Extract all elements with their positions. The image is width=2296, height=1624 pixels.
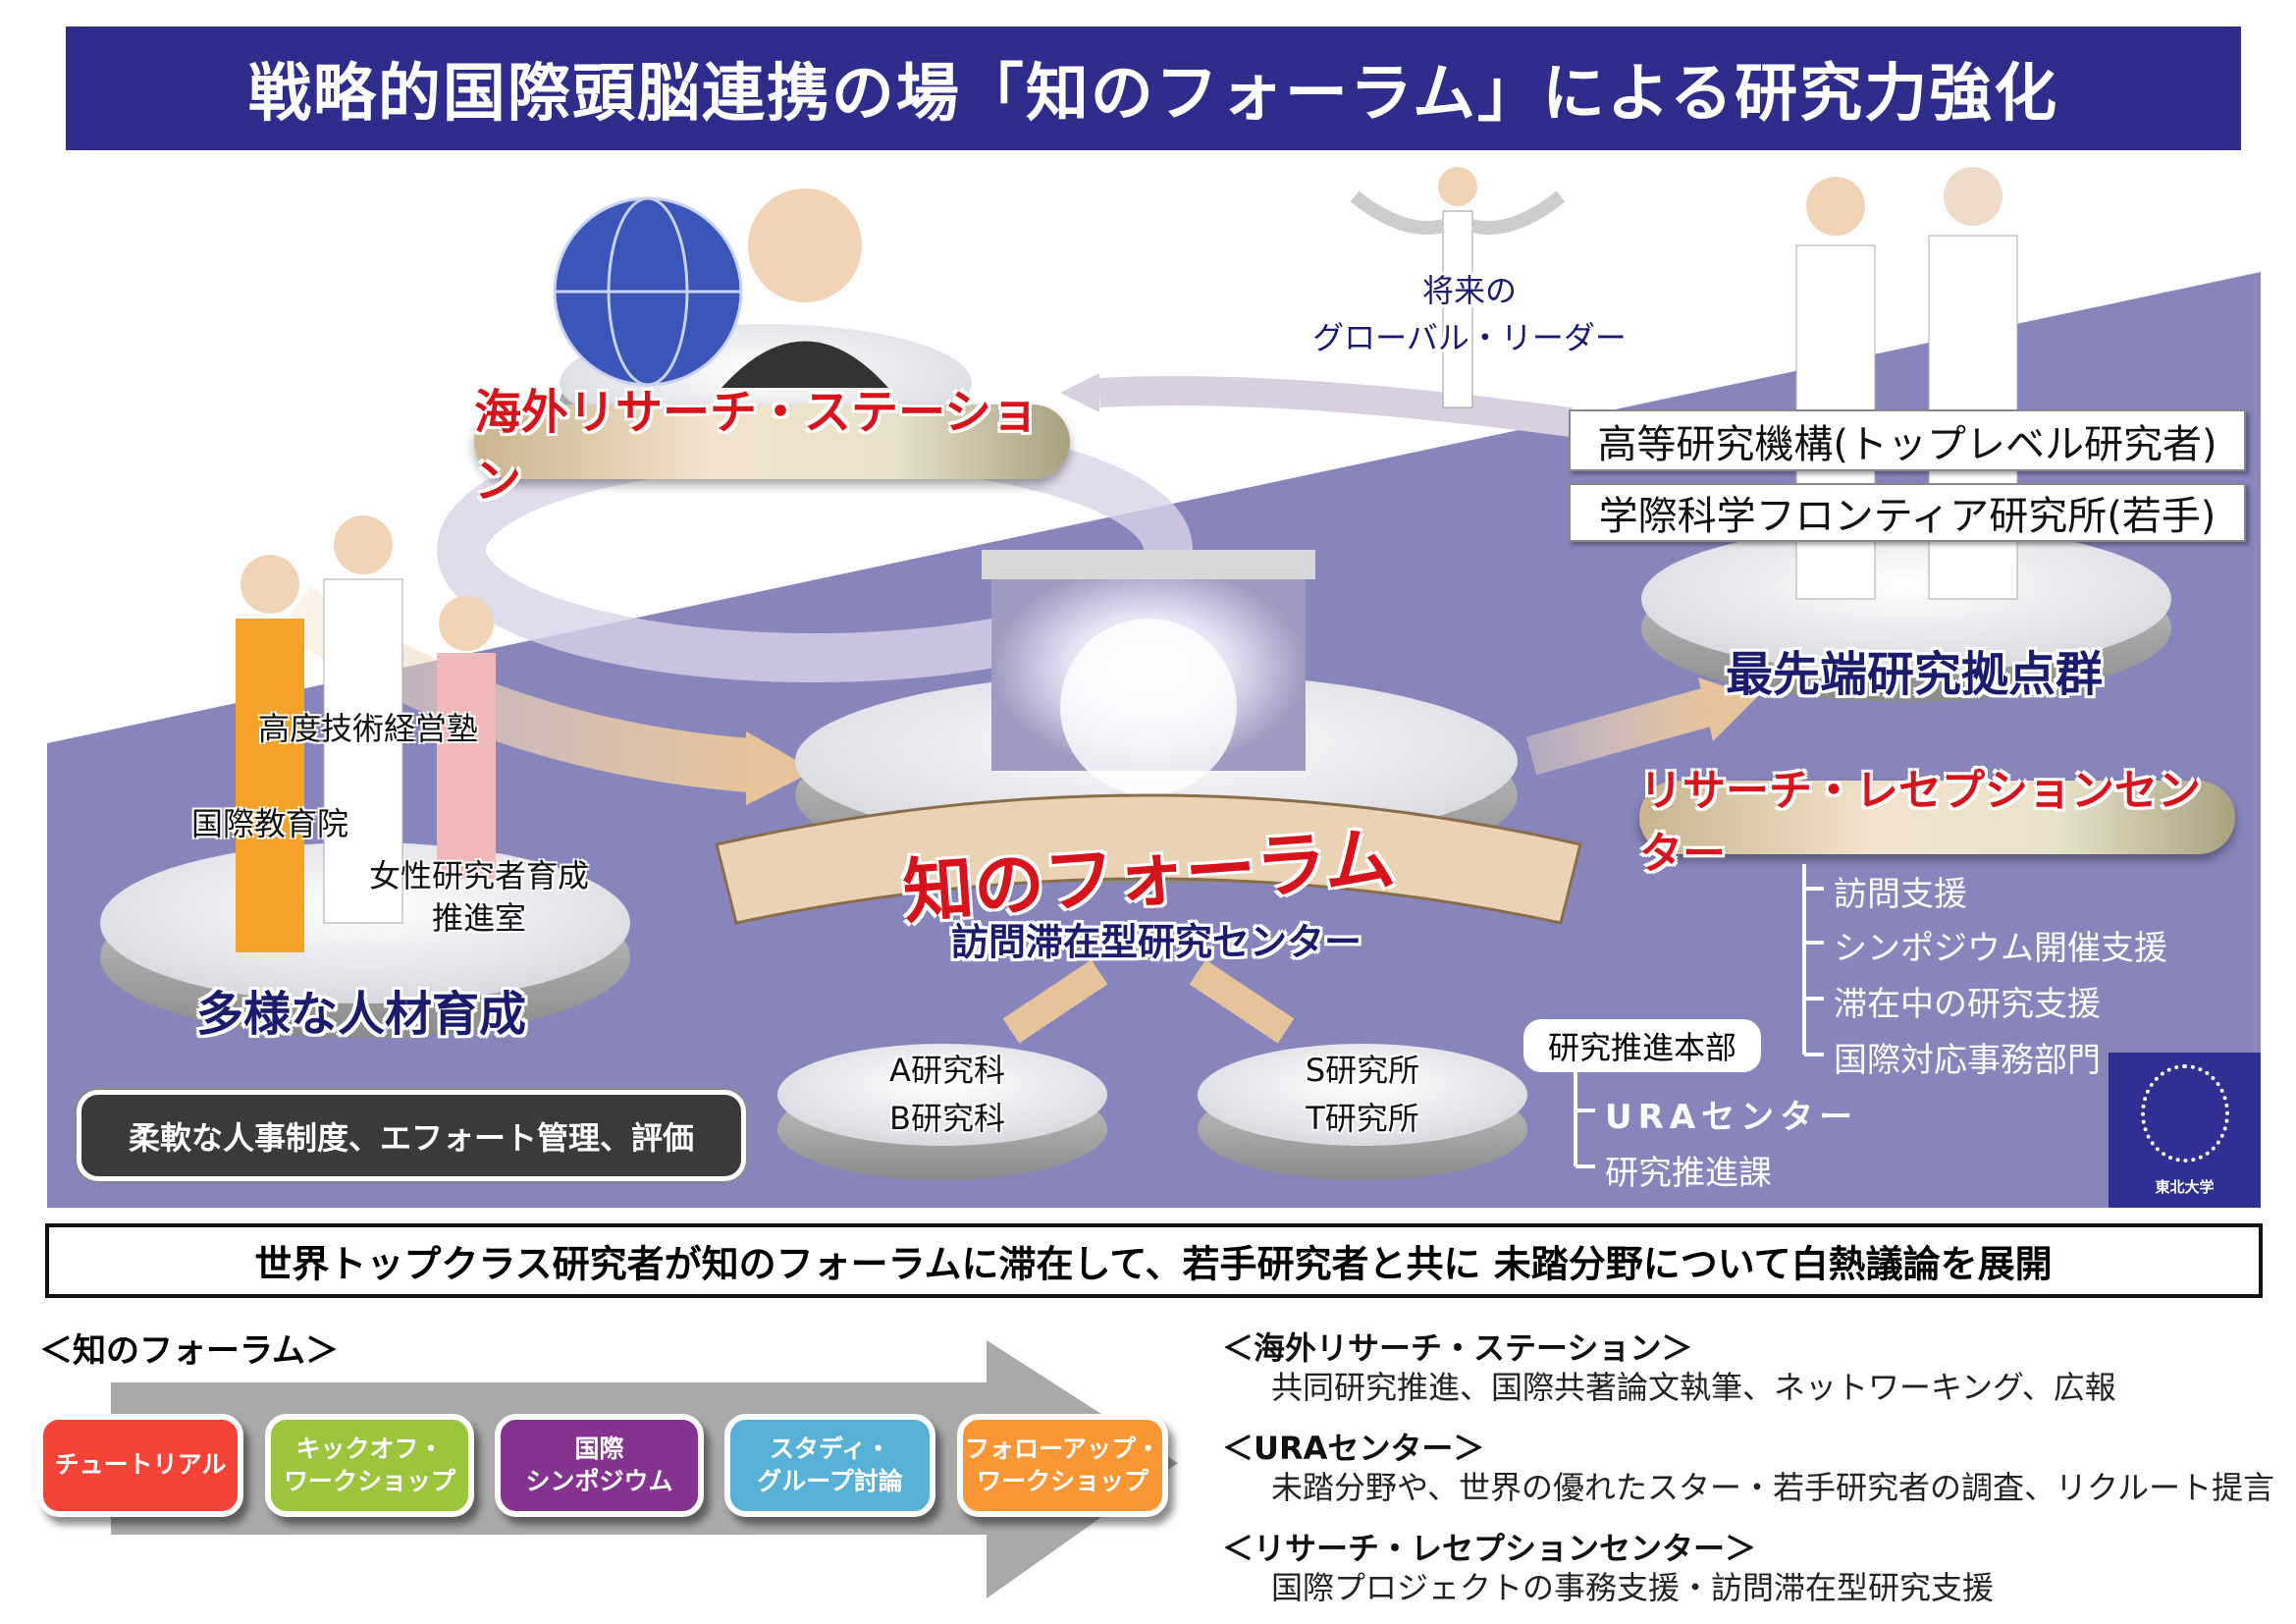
- women-label-2: 推進室: [431, 899, 527, 937]
- intl-edu-label: 国際教育院: [190, 805, 349, 842]
- student-figures: [236, 515, 496, 952]
- forum-scroll: [715, 793, 1582, 925]
- desc-heading: ＜URAセンター＞: [1222, 1430, 1485, 1467]
- desc-text: 国際プロジェクトの事務支援・訪問滞在型研究支援: [1271, 1569, 1995, 1606]
- hr-system-box: 柔軟な人事制度、エフォート管理、評価: [77, 1090, 746, 1181]
- reception-item: 訪問支援: [1834, 875, 1967, 914]
- temple-icon: [982, 550, 1315, 795]
- reception-center-label: リサーチ・レセプションセンター: [1639, 766, 2235, 879]
- angel-figure: [1350, 167, 1566, 408]
- step-followup: フォローアップ・ ワークショップ: [957, 1414, 1168, 1517]
- promo-div-label: 研究推進課: [1605, 1154, 1772, 1193]
- reception-item: シンポジウム開催支援: [1834, 929, 2167, 968]
- institute-young-box: 学際科学フロンティア研究所(若手): [1569, 483, 2246, 542]
- desc-heading: ＜海外リサーチ・ステーション＞: [1222, 1329, 1693, 1367]
- grad-b-label: B研究科: [889, 1100, 1005, 1137]
- desc-heading: ＜リサーチ・レセプションセンター＞: [1222, 1530, 1757, 1567]
- banner-box: [45, 1223, 2263, 1298]
- cutting-edge-label: 最先端研究拠点群: [1725, 647, 2104, 702]
- desc-text: 未踏分野や、世界の優れたスター・若手研究者の調査、リクルート提言: [1271, 1469, 2275, 1506]
- inst-s-label: S研究所: [1305, 1052, 1420, 1089]
- logo-text: 東北大学: [2155, 1177, 2215, 1196]
- step-study-group: スタディ・ グループ討論: [724, 1414, 935, 1517]
- mot-label: 高度技術経営塾: [257, 710, 479, 747]
- university-logo: 東北大学: [2109, 1053, 2261, 1208]
- reception-item: 滞在中の研究支援: [1834, 985, 2101, 1024]
- desc-text: 共同研究推進、国際共著論文執筆、ネットワーキング、広報: [1271, 1369, 2116, 1406]
- arrow-to-grads: [1002, 959, 1295, 1044]
- inst-t-label: T研究所: [1306, 1100, 1419, 1137]
- page-title: 戦略的国際頭脳連携の場「知のフォーラム」による研究力強化: [66, 27, 2241, 150]
- scientist-figure: [721, 189, 888, 388]
- laurel-icon: [2140, 1063, 2229, 1163]
- step-symposium: 国際 シンポジウム: [495, 1414, 704, 1517]
- forum-section-heading: ＜知のフォーラム＞: [39, 1331, 339, 1371]
- step-kickoff: キックオフ・ ワークショップ: [265, 1414, 474, 1517]
- step-tutorial: チュートリアル: [37, 1414, 243, 1517]
- arrow-forum-edge: [1525, 687, 1714, 776]
- research-hq-box: 研究推進本部: [1523, 1019, 1761, 1072]
- diverse-label: 多様な人材育成: [195, 987, 527, 1042]
- reception-item: 国際対応事務部門: [1834, 1041, 2101, 1080]
- banner-text: 世界トップクラス研究者が知のフォーラムに滞在して、若手研究者と共に 未踏分野につ…: [254, 1242, 2053, 1286]
- arrow-to-station: [1098, 376, 1573, 437]
- women-label: 女性研究者育成: [368, 857, 590, 894]
- future-leader-label-2: グローバル・リーダー: [1312, 319, 1627, 356]
- future-leader-label: 将来の: [1421, 272, 1518, 309]
- grad-a-label: A研究科: [889, 1052, 1005, 1089]
- ura-label: URAセンター: [1605, 1098, 1859, 1137]
- visit-center-label: 訪問滞在型研究センター: [950, 920, 1362, 964]
- overseas-station-label: 海外リサーチ・ステーション: [474, 385, 1070, 509]
- institute-top-box: 高等研究機構(トップレベル研究者): [1569, 409, 2246, 471]
